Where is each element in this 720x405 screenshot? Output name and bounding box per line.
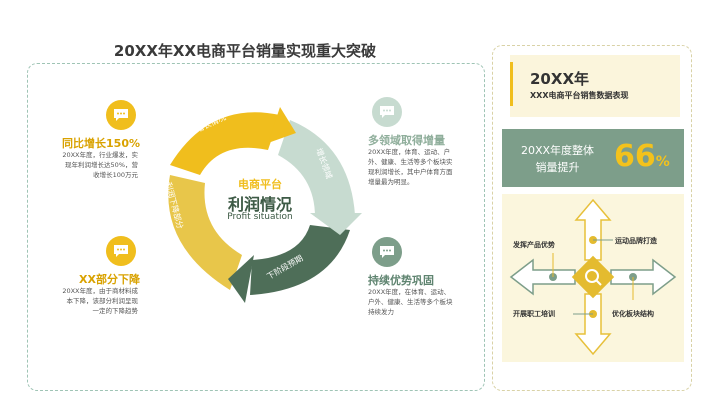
ring-arrow-2 [310, 213, 362, 235]
stat-label-2: 销量提升 [535, 161, 580, 174]
center-line-1: 电商平台 [238, 178, 282, 191]
stat-value: 66% [614, 139, 670, 174]
center-line-3: Profit situation [227, 212, 293, 222]
chat-icon [372, 97, 402, 127]
diagram-label-top-left: 发挥产品优势 [513, 241, 555, 249]
cross-arrow-diagram [509, 198, 677, 356]
chat-icon [372, 237, 402, 267]
ring-segment-fields [278, 120, 355, 217]
chat-icon [106, 236, 136, 266]
right-heading-1: 多领域取得增量 [368, 134, 445, 147]
arrow-right [610, 258, 677, 296]
stat-label-1: 20XX年度整体 [520, 144, 595, 157]
stat-box [502, 129, 684, 187]
year-title: 20XX年 [530, 70, 590, 88]
arrow-left [509, 258, 576, 296]
left-desc-1: 20XX年度，行业爆发，实现年利润增长达50%，营收增长100万元 [62, 151, 138, 179]
sales-panel [492, 45, 692, 391]
left-desc-2: 20XX年度，由于商材料成本下降，该部分利润呈现一定的下降趋势 [62, 287, 138, 315]
left-heading-2: XX部分下降 [79, 273, 140, 286]
ring-segment-decline [168, 175, 242, 290]
left-heading-1: 同比增长150% [62, 137, 140, 150]
ring-segment-growth [170, 112, 280, 175]
diagram-label-bottom-left: 开展职工培训 [513, 310, 555, 318]
page-title: 20XX年XX电商平台销量实现重大突破 [113, 42, 377, 60]
ring-arrow-1 [268, 107, 296, 143]
diagram-label-top-right: 运动品牌打造 [615, 237, 657, 245]
ring-segment-expectation [250, 225, 350, 295]
center-square [571, 255, 615, 299]
diagram-label-bottom-right: 优化板块结构 [612, 310, 654, 318]
arrow-up [574, 198, 612, 261]
chat-icon [106, 100, 136, 130]
arrow-down [574, 293, 612, 356]
right-desc-2: 20XX年度，在体育、运动、户外、健康、生活等多个板块持续发力 [368, 288, 453, 316]
year-subtitle: XXX电商平台销售数据表现 [530, 91, 629, 100]
profit-ring-diagram [168, 107, 362, 303]
right-heading-2: 持续优势巩固 [368, 274, 434, 287]
year-header-box [510, 55, 680, 117]
right-desc-1: 20XX年度，体育、运动、户外、健康、生活等多个板块实现利润增长，其中户体育方面… [368, 148, 453, 186]
center-line-2: 利润情况 [227, 195, 292, 214]
year-accent-bar [510, 62, 513, 106]
profit-panel [27, 63, 485, 391]
search-icon [585, 269, 599, 283]
ring-arrow-3 [228, 255, 254, 303]
